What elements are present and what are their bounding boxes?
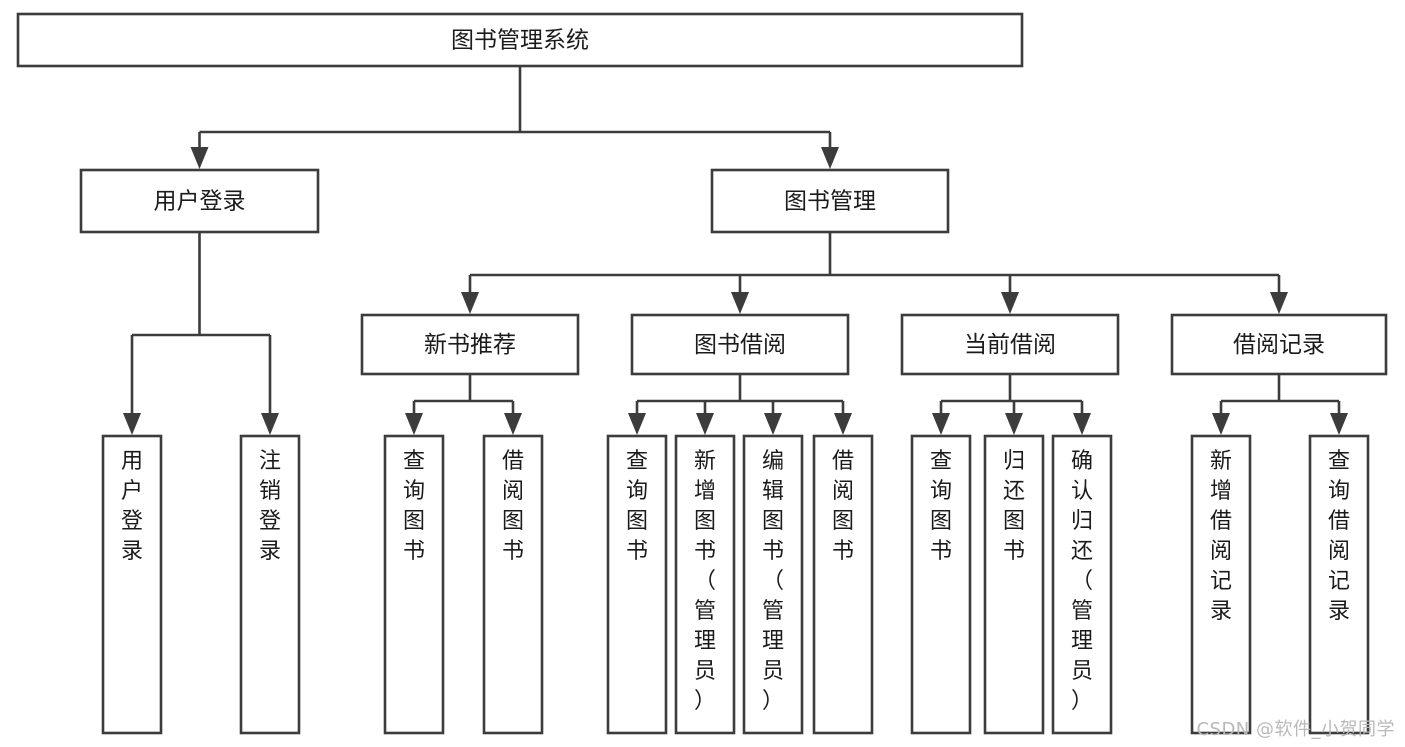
arrow-head-icon: [731, 292, 749, 314]
node-box: [239, 434, 301, 735]
arrow-head-icon: [764, 413, 782, 435]
node-box: [606, 434, 668, 735]
node-leaf-query-book-borrow[interactable]: 查询图书: [606, 434, 668, 735]
node-leaf-add-record[interactable]: 新增借阅记录: [1190, 434, 1252, 735]
node-label: 新增图书（管理员）: [694, 449, 716, 714]
arrow-head-icon: [821, 147, 839, 169]
node-label: 注销登录: [259, 449, 281, 564]
node-label: 用户登录: [154, 189, 246, 215]
node-label: 借阅记录: [1233, 332, 1325, 358]
node-layer: 图书管理系统用户登录图书管理新书推荐图书借阅当前借阅借阅记录用户登录注销登录查询…: [16, 12, 1388, 735]
arrow-head-icon: [834, 413, 852, 435]
node-box: [101, 434, 163, 735]
node-leaf-edit-book[interactable]: 编辑图书（管理员）: [742, 434, 804, 735]
node-leaf-add-book[interactable]: 新增图书（管理员）: [674, 434, 736, 735]
node-new-book-rec[interactable]: 新书推荐: [360, 313, 580, 376]
node-box: [1170, 313, 1388, 376]
node-leaf-confirm-return[interactable]: 确认归还（管理员）: [1051, 434, 1113, 735]
node-label: 确认归还（管理员）: [1071, 449, 1093, 714]
node-label: 查询借阅记录: [1328, 449, 1350, 624]
arrow-head-icon: [261, 413, 279, 435]
node-box: [742, 434, 804, 735]
node-leaf-borrow-book[interactable]: 借阅图书: [812, 434, 874, 735]
node-label: 查询图书: [626, 449, 648, 564]
arrow-head-icon: [932, 413, 950, 435]
node-label: 查询图书: [403, 449, 425, 564]
node-box: [630, 313, 850, 376]
node-leaf-borrow-book-rec[interactable]: 借阅图书: [482, 434, 544, 735]
node-box: [910, 434, 972, 735]
node-box: [79, 168, 320, 234]
node-box: [900, 313, 1120, 376]
node-box: [1051, 434, 1113, 735]
arrow-head-icon: [405, 413, 423, 435]
node-leaf-return-book[interactable]: 归还图书: [983, 434, 1045, 735]
node-box: [16, 12, 1024, 68]
node-leaf-user-logout[interactable]: 注销登录: [239, 434, 301, 735]
arrow-head-icon: [1001, 292, 1019, 314]
node-leaf-query-book-rec[interactable]: 查询图书: [383, 434, 445, 735]
arrow-head-icon: [461, 292, 479, 314]
node-leaf-query-book-current[interactable]: 查询图书: [910, 434, 972, 735]
node-label: 新书推荐: [424, 332, 516, 358]
arrow-head-icon: [1212, 413, 1230, 435]
arrow-head-icon: [1330, 413, 1348, 435]
node-label: 编辑图书（管理员）: [762, 449, 784, 714]
arrow-head-icon: [1073, 413, 1091, 435]
node-borrow-record[interactable]: 借阅记录: [1170, 313, 1388, 376]
node-box: [383, 434, 445, 735]
connector-layer: [123, 66, 1348, 435]
arrow-head-icon: [628, 413, 646, 435]
node-user-login[interactable]: 用户登录: [79, 168, 320, 234]
arrow-head-icon: [696, 413, 714, 435]
node-label: 图书管理系统: [451, 28, 589, 54]
node-box: [482, 434, 544, 735]
node-box: [360, 313, 580, 376]
node-label: 当前借阅: [964, 332, 1056, 358]
node-label: 图书管理: [784, 189, 876, 215]
node-leaf-query-record[interactable]: 查询借阅记录: [1308, 434, 1370, 735]
arrow-head-icon: [123, 413, 141, 435]
node-box: [812, 434, 874, 735]
node-label: 新增借阅记录: [1210, 449, 1232, 624]
node-box: [674, 434, 736, 735]
arrow-head-icon: [504, 413, 522, 435]
node-book-manage[interactable]: 图书管理: [710, 168, 950, 234]
node-box: [1308, 434, 1370, 735]
arrow-head-icon: [1270, 292, 1288, 314]
node-label: 借阅图书: [832, 449, 854, 564]
node-box: [983, 434, 1045, 735]
node-leaf-user-login[interactable]: 用户登录: [101, 434, 163, 735]
node-label: 借阅图书: [502, 449, 524, 564]
arrow-head-icon: [1005, 413, 1023, 435]
node-root[interactable]: 图书管理系统: [16, 12, 1024, 68]
node-label: 归还图书: [1003, 449, 1025, 564]
node-label: 图书借阅: [694, 332, 786, 358]
node-label: 查询图书: [930, 449, 952, 564]
arrow-head-icon: [190, 147, 209, 169]
node-box: [710, 168, 950, 234]
node-box: [1190, 434, 1252, 735]
watermark-text: CSDN @软件_小贺同学: [1196, 719, 1395, 740]
node-book-borrow[interactable]: 图书借阅: [630, 313, 850, 376]
node-current-borrow[interactable]: 当前借阅: [900, 313, 1120, 376]
node-label: 用户登录: [121, 449, 143, 564]
